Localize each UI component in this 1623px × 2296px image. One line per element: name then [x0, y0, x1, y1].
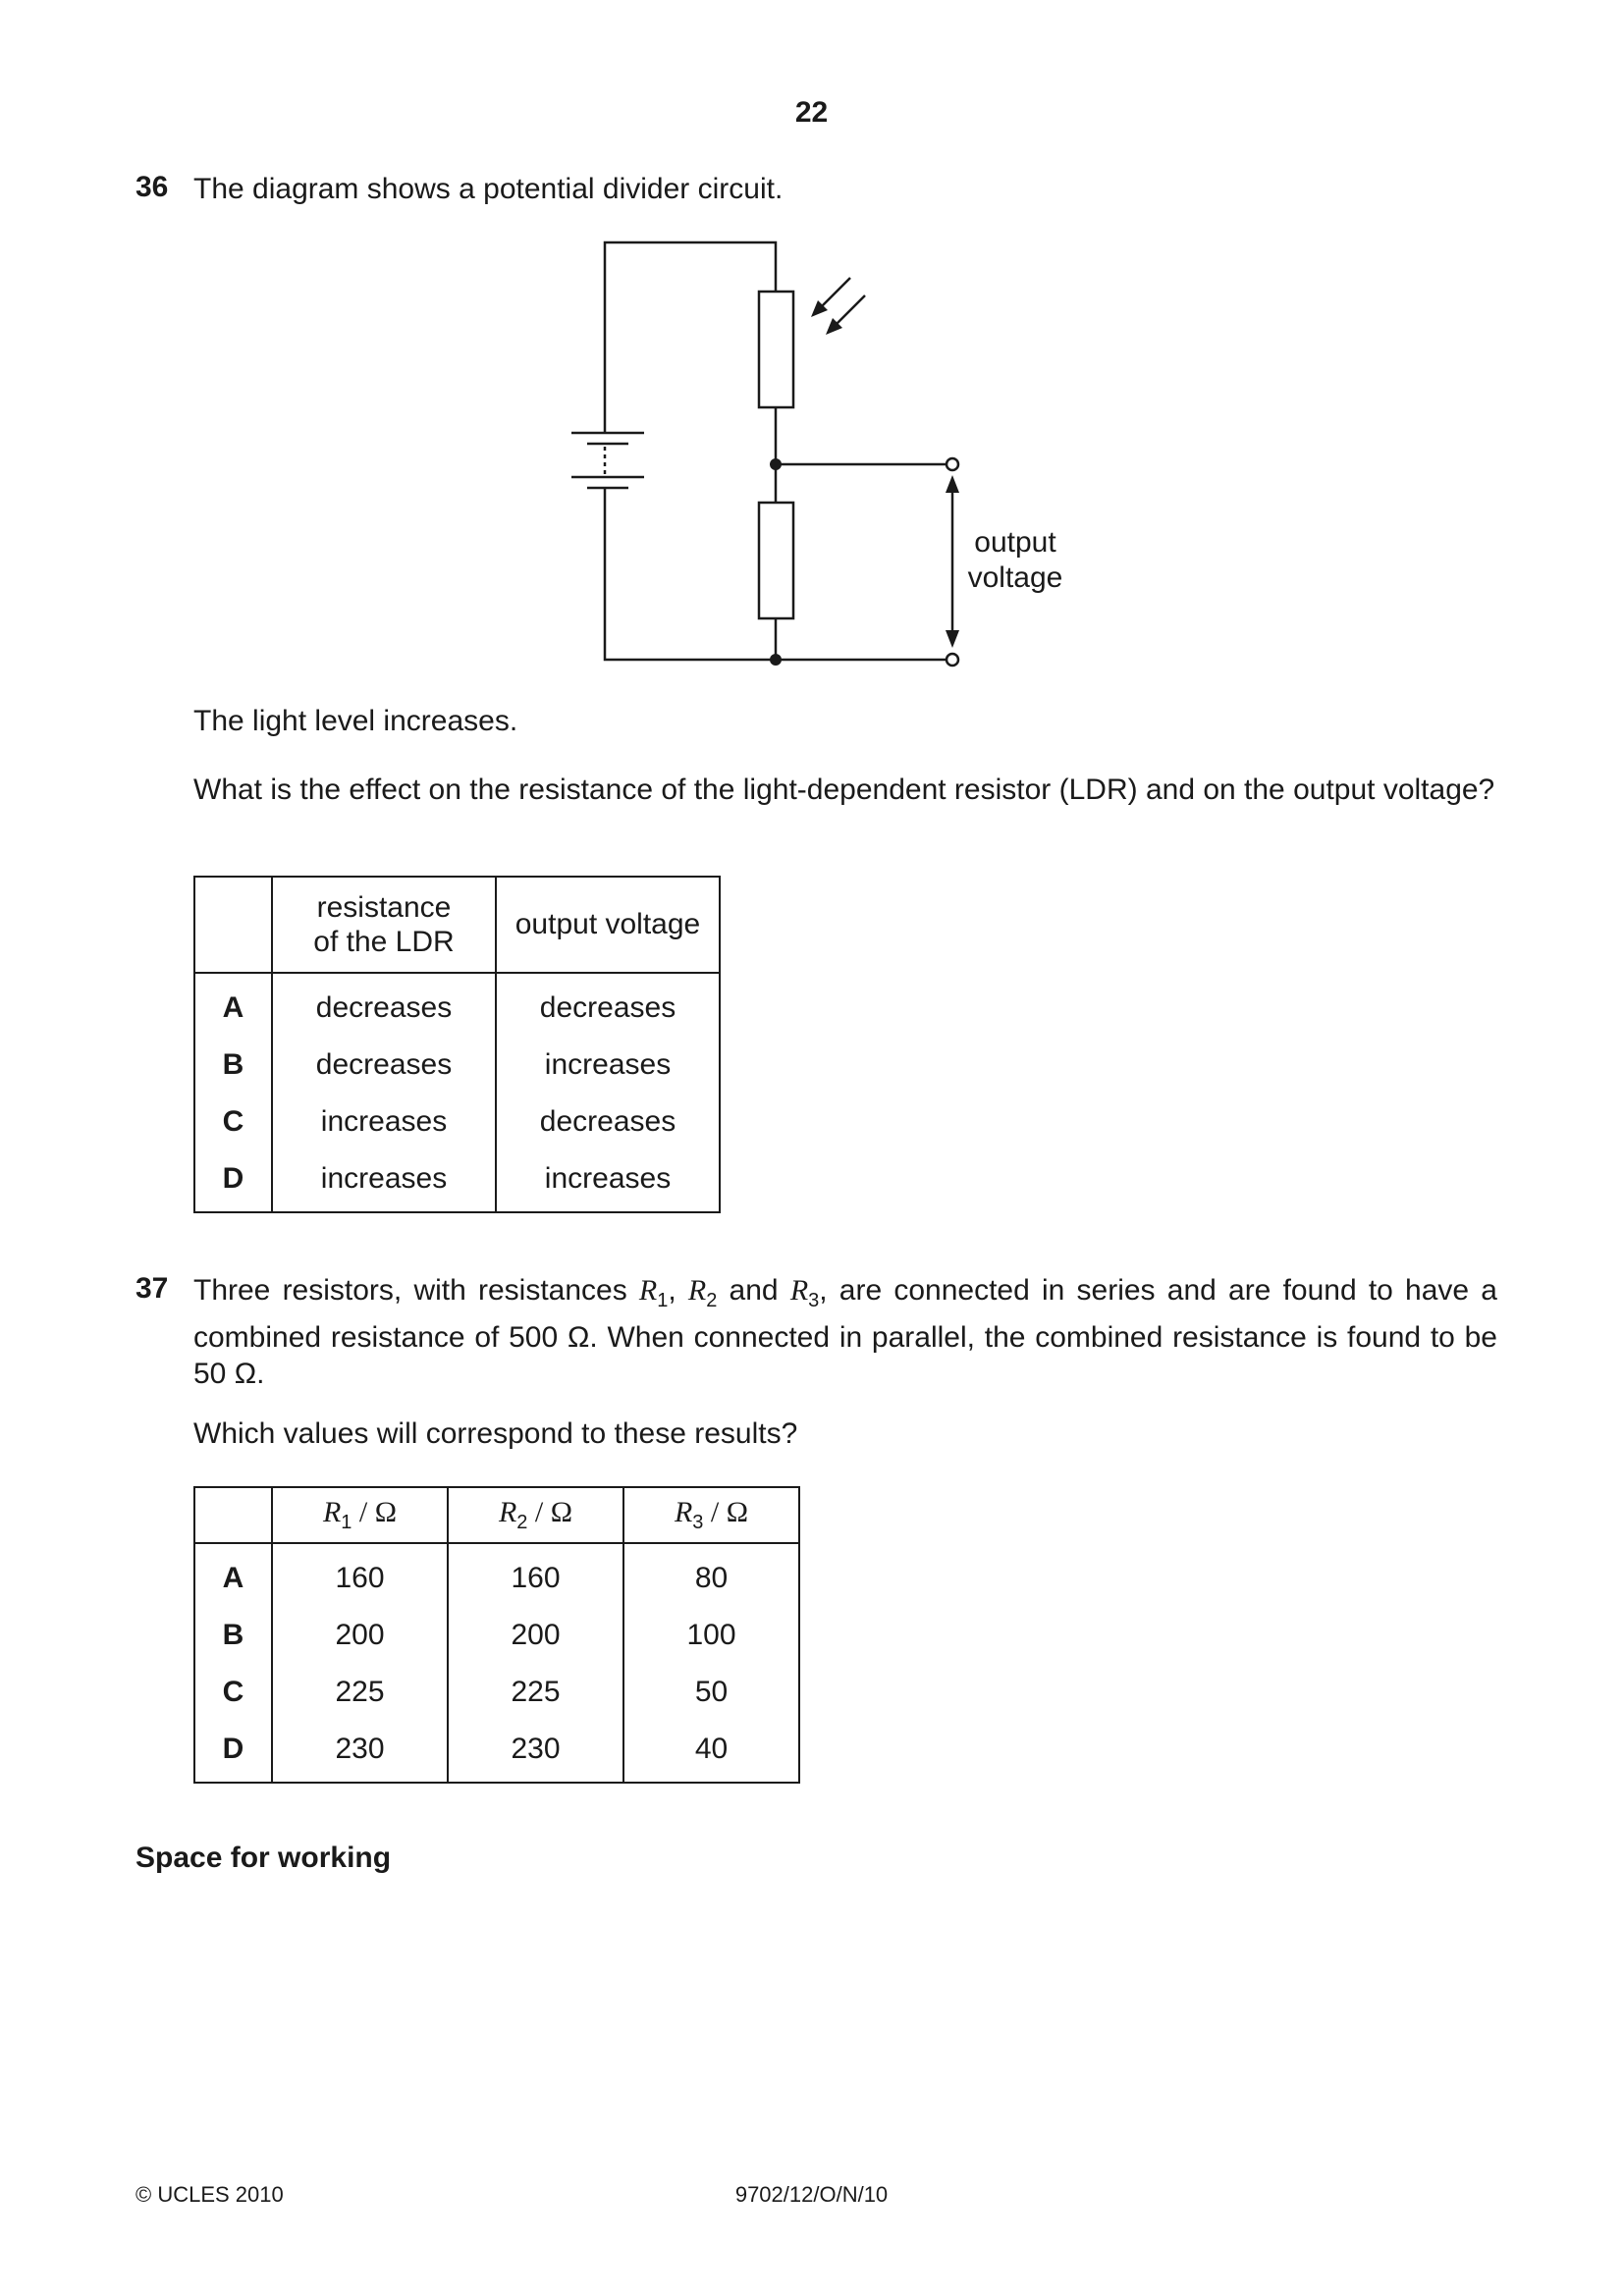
header-r2-unit: / Ω — [527, 1496, 573, 1528]
footer-paper-code: 9702/12/O/N/10 — [734, 2182, 889, 2207]
fixed-resistor — [757, 501, 795, 620]
cell-r3: 40 — [622, 1721, 800, 1784]
question-number-37: 37 — [135, 1272, 169, 1305]
q37-r3-symbol: R — [789, 1274, 809, 1307]
output-voltage-label-line2: voltage — [968, 561, 1063, 594]
table-row: B 200 200 100 — [193, 1607, 800, 1664]
option-key: B — [193, 1607, 273, 1664]
table-header-r2: R2 / Ω — [447, 1486, 624, 1544]
wire-top-left — [603, 240, 778, 432]
header-r2-subscript: 2 — [516, 1512, 528, 1533]
question-36-options-table: resistance of the LDR output voltage A d… — [193, 876, 721, 1213]
table-row: C 225 225 50 — [193, 1664, 800, 1721]
option-key: D — [193, 1150, 273, 1213]
cell-r1: 160 — [271, 1543, 449, 1607]
cell-output-voltage: increases — [495, 1150, 721, 1213]
q37-text-part1: Three resistors, with resistances — [193, 1274, 639, 1307]
header-r1-unit: / Ω — [352, 1496, 398, 1528]
header-r3-symbol: R — [674, 1496, 693, 1528]
table-row: C increases decreases — [193, 1094, 721, 1150]
wire-bottom — [603, 488, 947, 662]
potential-divider-circuit-diagram: output voltage — [571, 240, 1063, 667]
cell-r3: 50 — [622, 1664, 800, 1721]
output-arrow-head-down — [946, 630, 959, 648]
output-arrow-head-up — [946, 475, 959, 493]
junction-node-middle — [770, 458, 782, 470]
cell-resistance: decreases — [271, 1037, 497, 1094]
table-header-output-voltage: output voltage — [495, 876, 721, 974]
q37-r2-subscript: 2 — [706, 1290, 718, 1311]
footer-copyright: © UCLES 2010 — [135, 2182, 284, 2207]
cell-resistance: increases — [271, 1094, 497, 1150]
output-voltage-label-line1: output — [974, 526, 1056, 559]
question-37-options-table: R1 / Ω R2 / Ω R3 / Ω A 160 160 80 B 200 … — [193, 1486, 800, 1784]
cell-resistance: increases — [271, 1150, 497, 1213]
q37-sep2: and — [717, 1274, 790, 1307]
cell-resistance: decreases — [271, 973, 497, 1037]
question-37-question: Which values will correspond to these re… — [193, 1417, 798, 1450]
option-key: D — [193, 1721, 273, 1784]
table-header-blank — [193, 1486, 273, 1544]
q37-r2-symbol: R — [687, 1274, 707, 1307]
page-number: 22 — [794, 96, 829, 129]
option-key: A — [193, 973, 273, 1037]
cell-r3: 100 — [622, 1607, 800, 1664]
table-header-r1: R1 / Ω — [271, 1486, 449, 1544]
option-key: A — [193, 1543, 273, 1607]
table-row: A 160 160 80 — [193, 1543, 800, 1607]
light-arrow-1-head — [811, 300, 828, 317]
header-r1-subscript: 1 — [341, 1512, 352, 1533]
junction-node-bottom — [770, 654, 782, 666]
q37-text-part2: , are connected in series and are found … — [193, 1274, 1497, 1390]
header-r1-symbol: R — [322, 1496, 342, 1528]
table-row: D increases increases — [193, 1150, 721, 1213]
space-for-working-heading: Space for working — [135, 1842, 392, 1874]
table-header-blank — [193, 876, 273, 974]
cell-output-voltage: decreases — [495, 973, 721, 1037]
option-key: B — [193, 1037, 273, 1094]
question-37-text: Three resistors, with resistances R1, R2… — [193, 1272, 1497, 1392]
cell-output-voltage: decreases — [495, 1094, 721, 1150]
option-key: C — [193, 1664, 273, 1721]
output-terminal-bottom — [945, 652, 960, 667]
cell-r2: 160 — [447, 1543, 624, 1607]
light-arrow-2-head — [826, 318, 842, 335]
q37-r3-subscript: 3 — [808, 1290, 820, 1311]
output-terminal-top — [945, 456, 960, 472]
question-36-intro: The diagram shows a potential divider ci… — [193, 173, 784, 205]
header-r3-subscript: 3 — [692, 1512, 704, 1533]
cell-output-voltage: increases — [495, 1037, 721, 1094]
table-header-r3: R3 / Ω — [622, 1486, 800, 1544]
q37-r1-subscript: 1 — [657, 1290, 669, 1311]
table-header-resistance: resistance of the LDR — [271, 876, 497, 974]
cell-r1: 225 — [271, 1664, 449, 1721]
question-number-36: 36 — [135, 171, 169, 203]
q37-sep1: , — [668, 1274, 688, 1307]
header-resistance-line2: of the LDR — [313, 926, 455, 958]
table-header-row: R1 / Ω R2 / Ω R3 / Ω — [193, 1486, 800, 1544]
cell-r3: 80 — [622, 1543, 800, 1607]
cell-r2: 200 — [447, 1607, 624, 1664]
cell-r2: 230 — [447, 1721, 624, 1784]
header-r2-symbol: R — [498, 1496, 517, 1528]
q37-r1-symbol: R — [638, 1274, 658, 1307]
table-row: D 230 230 40 — [193, 1721, 800, 1784]
table-row: A decreases decreases — [193, 973, 721, 1037]
cell-r1: 200 — [271, 1607, 449, 1664]
cell-r2: 225 — [447, 1664, 624, 1721]
table-header-row: resistance of the LDR output voltage — [193, 876, 721, 974]
question-36-question: What is the effect on the resistance of … — [193, 774, 1495, 806]
header-r3-unit: / Ω — [703, 1496, 749, 1528]
option-key: C — [193, 1094, 273, 1150]
question-36-statement: The light level increases. — [193, 705, 518, 737]
ldr-resistor — [757, 290, 795, 409]
cell-r1: 230 — [271, 1721, 449, 1784]
header-resistance-line1: resistance — [316, 891, 452, 924]
table-row: B decreases increases — [193, 1037, 721, 1094]
